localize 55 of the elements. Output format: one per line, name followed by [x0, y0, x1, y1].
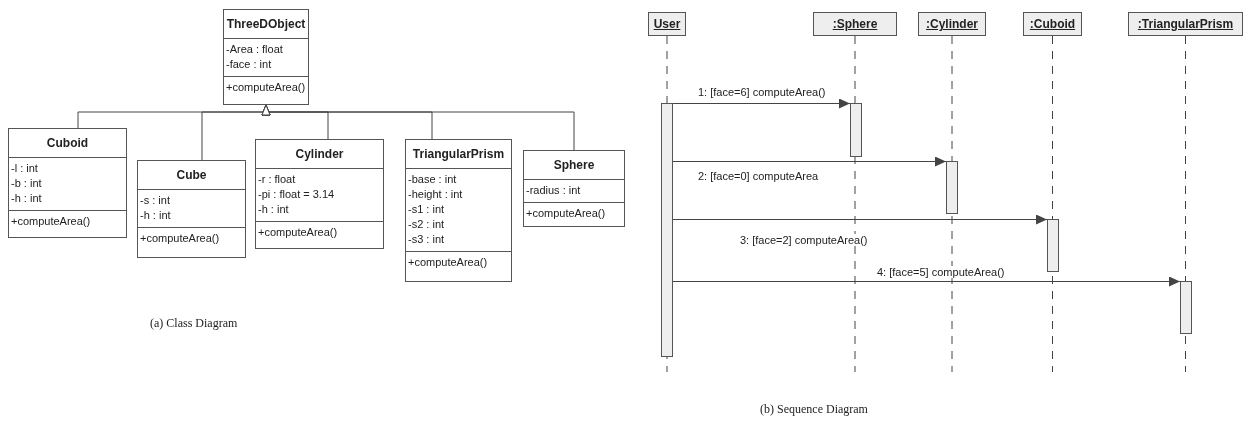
lifeline-header: :Cylinder — [918, 12, 986, 36]
class-box — [255, 139, 384, 249]
message-label: 4: [face=5] computeArea() — [876, 266, 1006, 278]
lifeline-header: User — [648, 12, 686, 36]
attribute-text: -s3 : int — [408, 232, 445, 247]
attribute-text: -h : int — [258, 202, 289, 217]
message-arrow — [672, 98, 851, 109]
class-name: Cube — [175, 167, 208, 184]
attribute-text: -l : int — [11, 161, 38, 176]
operation-text: +computeArea() — [11, 214, 91, 229]
message-arrow — [672, 156, 947, 167]
class-box — [523, 150, 625, 227]
attribute-text: -Area : float — [226, 42, 283, 57]
activation-bar — [1047, 219, 1059, 272]
operation-text: +computeArea() — [226, 80, 306, 95]
lifeline-header: :TriangularPrism — [1128, 12, 1243, 36]
attribute-text: -face : int — [226, 57, 272, 72]
generalization-arrow — [261, 104, 575, 151]
attribute-text: -s1 : int — [408, 202, 445, 217]
class-name: Cuboid — [45, 135, 90, 152]
lifeline-header: :Sphere — [813, 12, 897, 36]
class-name: ThreeDObject — [225, 16, 307, 33]
message-label: 3: [face=2] computeArea() — [739, 234, 869, 246]
operation-text: +computeArea() — [408, 255, 488, 270]
diagram-caption: (b) Sequence Diagram — [760, 402, 868, 417]
attribute-text: -h : int — [11, 191, 42, 206]
attribute-text: -s : int — [140, 193, 170, 208]
lifeline-header: :Cuboid — [1023, 12, 1082, 36]
attribute-text: -radius : int — [526, 183, 581, 198]
class-box — [137, 160, 246, 258]
attribute-text: -base : int — [408, 172, 457, 187]
operation-text: +computeArea() — [140, 231, 220, 246]
activation-bar — [850, 103, 862, 157]
class-name: Sphere — [552, 157, 596, 174]
class-box — [405, 139, 512, 282]
message-label: 2: [face=0] computeArea — [697, 170, 820, 182]
diagram-caption: (a) Class Diagram — [150, 316, 238, 331]
attribute-text: -h : int — [140, 208, 171, 223]
activation-bar — [1180, 281, 1192, 334]
class-name: Cylinder — [294, 146, 345, 163]
operation-text: +computeArea() — [526, 206, 606, 221]
attribute-text: -height : int — [408, 187, 463, 202]
message-arrow — [672, 276, 1181, 287]
message-arrow — [672, 214, 1048, 225]
operation-text: +computeArea() — [258, 225, 338, 240]
class-name: TriangularPrism — [411, 146, 506, 163]
activation-bar — [661, 103, 673, 357]
attribute-text: -b : int — [11, 176, 42, 191]
class-box — [8, 128, 127, 238]
message-label: 1: [face=6] computeArea() — [697, 86, 827, 98]
attribute-text: -r : float — [258, 172, 296, 187]
attribute-text: -pi : float = 3.14 — [258, 187, 335, 202]
activation-bar — [946, 161, 958, 214]
class-box — [223, 9, 309, 105]
attribute-text: -s2 : int — [408, 217, 445, 232]
